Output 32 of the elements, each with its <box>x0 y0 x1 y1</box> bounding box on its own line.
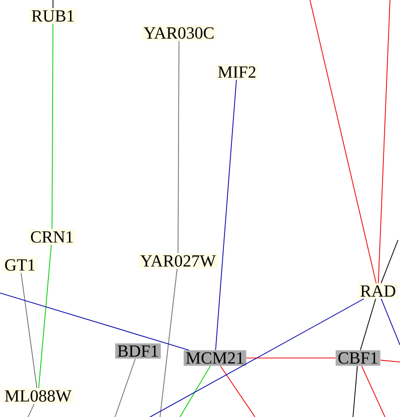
edge-line <box>20 272 38 388</box>
gene-node: ML088W <box>2 388 74 404</box>
edge-line <box>114 358 136 417</box>
edge-line <box>178 40 180 254</box>
edge-line <box>0 292 190 350</box>
gene-node: YAR030C <box>142 25 216 41</box>
edge-line <box>52 0 54 8</box>
edge-line <box>310 0 377 284</box>
edge-line <box>352 366 358 417</box>
edge-line <box>380 298 400 346</box>
edge-line <box>150 298 364 417</box>
edge-line <box>380 360 400 362</box>
gene-node: GT1 <box>2 257 38 273</box>
edge-line <box>38 244 52 388</box>
edge-line <box>361 366 386 417</box>
edge-line <box>220 366 256 417</box>
gene-node: RAD <box>358 283 398 299</box>
gene-node: CRN1 <box>28 229 76 245</box>
edge-line <box>160 268 178 417</box>
edge-line <box>360 298 376 350</box>
edge-line <box>380 240 398 284</box>
edge-line <box>180 366 211 417</box>
gene-node: RUB1 <box>29 8 77 24</box>
gene-node: BDF1 <box>115 343 161 359</box>
gene-node: MCM21 <box>184 350 246 366</box>
edge-line <box>28 404 35 417</box>
gene-node: CBF1 <box>336 350 380 366</box>
edge-line <box>215 79 237 350</box>
gene-node: YAR027W <box>138 253 218 269</box>
gene-node: MIF2 <box>216 64 258 80</box>
edge-line <box>52 24 54 230</box>
edge-line <box>378 0 390 284</box>
